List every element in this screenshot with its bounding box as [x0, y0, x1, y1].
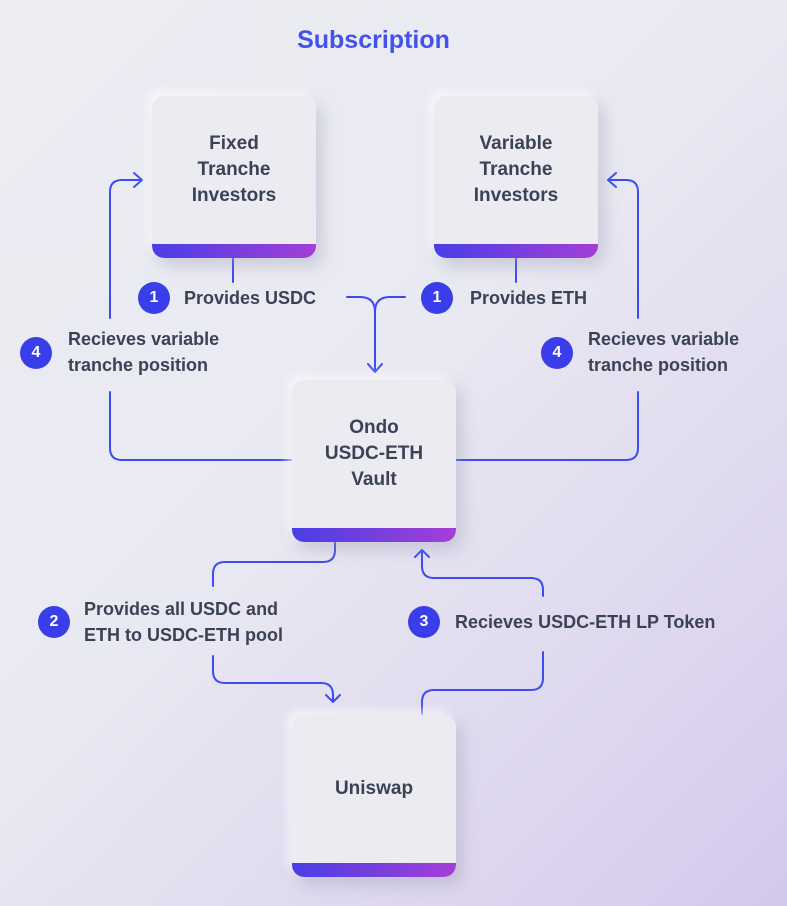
node-label: Variable Tranche Investors: [473, 133, 559, 206]
step-badge: 4: [541, 337, 573, 369]
step-badge: 2: [38, 606, 70, 638]
fixed-tranche-investors-node: Fixed Tranche Investors: [152, 96, 316, 258]
down-to-uniswap-arrow: [212, 540, 341, 703]
node-label: Uniswap: [334, 778, 414, 799]
node-accent-bar: [292, 528, 456, 542]
variable-tranche-investors-node: Variable Tranche Investors: [434, 96, 598, 258]
left-return-arrow: [109, 172, 293, 461]
step-label: Provides USDC: [184, 288, 317, 308]
up-to-vault-arrow: [414, 549, 544, 717]
step-badge: 1: [138, 282, 170, 314]
step-badge: 3: [408, 606, 440, 638]
step-label: Recieves variable tranche position: [68, 329, 220, 375]
right-return-arrow: [455, 172, 639, 461]
step-label: Provides ETH: [470, 288, 588, 308]
node-accent-bar: [152, 244, 316, 258]
step-label: Recieves variable tranche position: [588, 329, 740, 375]
node-label: Ondo USDC-ETH Vault: [324, 417, 424, 490]
step-badge: 1: [421, 282, 453, 314]
step-label: Provides all USDC and ETH to USDC-ETH po…: [84, 599, 283, 645]
node-label: Fixed Tranche Investors: [191, 133, 277, 206]
ondo-vault-node: Ondo USDC-ETH Vault: [292, 380, 456, 542]
uniswap-node: Uniswap: [292, 715, 456, 877]
merge-arrow: [346, 296, 406, 373]
step-label: Recieves USDC-ETH LP Token: [455, 612, 716, 632]
diagram-title: Subscription: [297, 26, 450, 54]
node-accent-bar: [434, 244, 598, 258]
step-badge: 4: [20, 337, 52, 369]
node-accent-bar: [292, 863, 456, 877]
